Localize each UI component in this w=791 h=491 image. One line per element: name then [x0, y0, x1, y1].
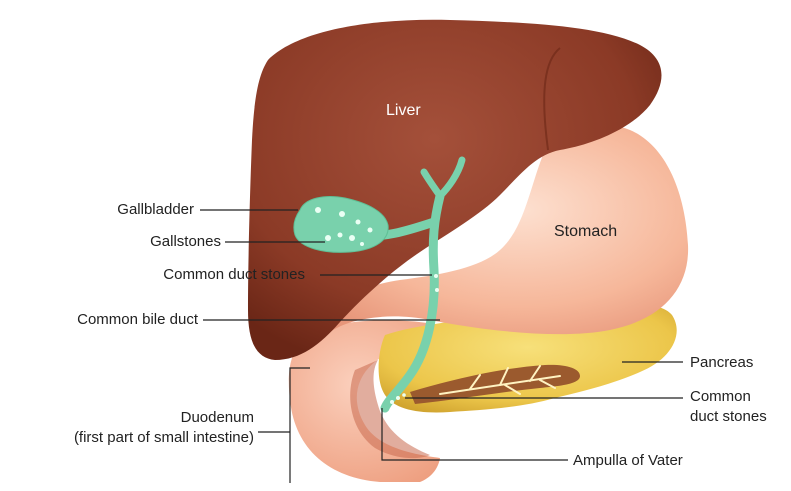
ampulla-of-vater-label: Ampulla of Vater — [573, 452, 683, 470]
common-duct-stones-label-right-line1: Common — [690, 388, 751, 406]
common-bile-duct-label: Common bile duct — [77, 311, 198, 329]
stomach-label: Stomach — [554, 223, 617, 241]
common-duct-stones-label-right-line2: duct stones — [690, 408, 767, 426]
pancreas-label: Pancreas — [690, 354, 753, 372]
common-duct-stones-label-left: Common duct stones — [163, 266, 305, 284]
gallbladder-label: Gallbladder — [117, 201, 194, 219]
duodenum-label-line1: Duodenum — [181, 409, 254, 427]
liver-label: Liver — [386, 102, 421, 120]
duodenum-label-line2: (first part of small intestine) — [74, 429, 254, 447]
gallstones-label: Gallstones — [150, 233, 221, 251]
